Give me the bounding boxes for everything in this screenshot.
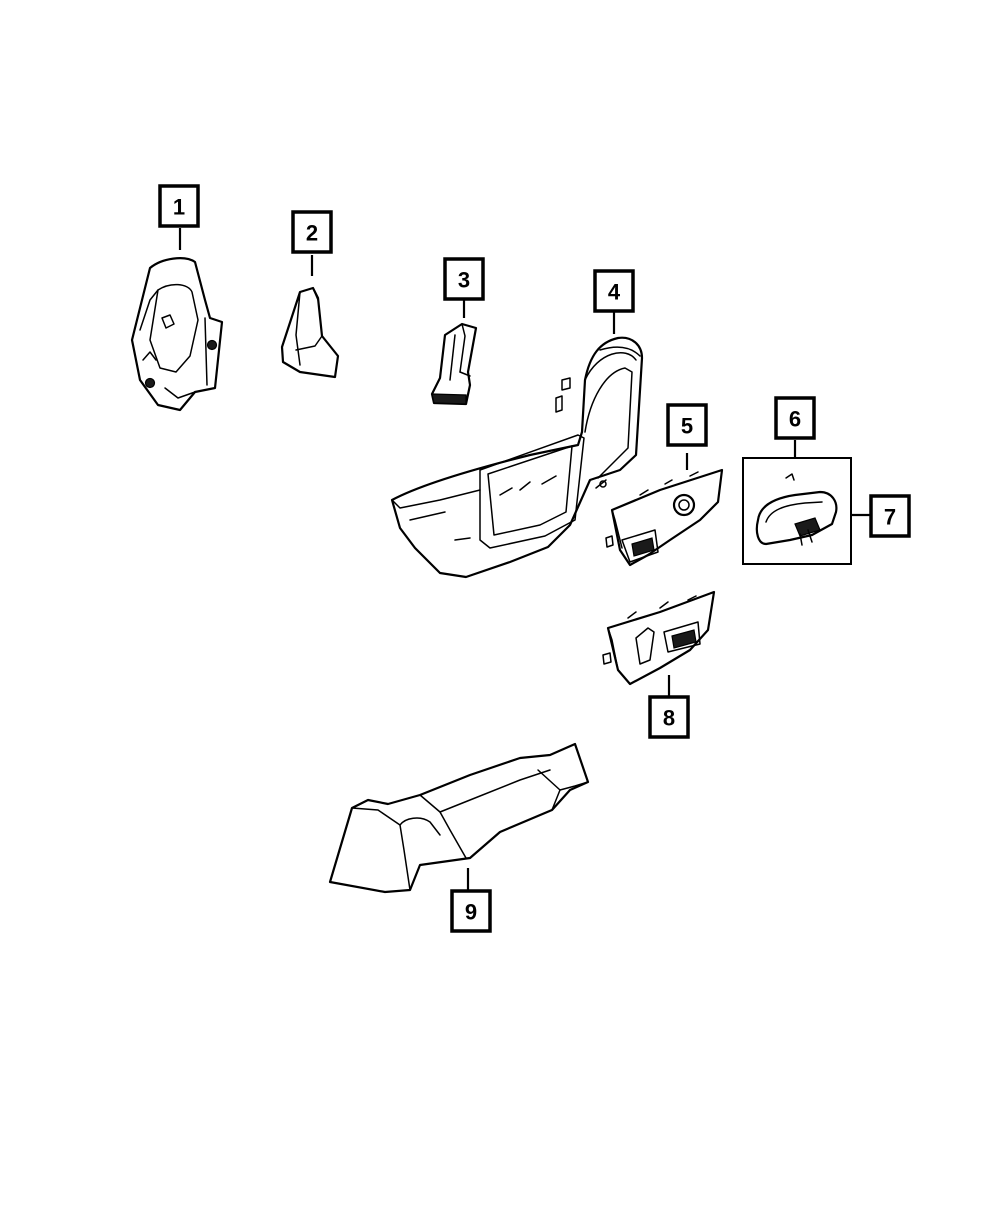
callout-7[interactable]: 7 [869,494,911,538]
callout-label-7: 7 [884,505,896,530]
callout-3[interactable]: 3 [443,257,485,301]
part-7-illustration[interactable] [755,490,838,546]
callout-9[interactable]: 9 [450,889,492,933]
part-8-illustration[interactable] [602,590,716,686]
callout-label-5: 5 [681,414,693,439]
callout-label-2: 2 [306,221,318,246]
callout-5[interactable]: 5 [666,403,708,447]
callout-label-3: 3 [458,268,470,293]
part-2-illustration[interactable] [280,286,340,379]
part-6-illustration[interactable] [785,473,795,481]
callout-label-1: 1 [173,195,185,220]
callout-label-9: 9 [465,900,477,925]
callout-8[interactable]: 8 [648,695,690,739]
callout-6[interactable]: 6 [774,396,816,440]
callout-4[interactable]: 4 [593,269,635,313]
part-5-illustration[interactable] [605,468,724,567]
part-4-illustration[interactable] [390,336,644,579]
part-9-illustration[interactable] [328,742,590,894]
kit-group-box [742,457,852,565]
callout-label-6: 6 [789,407,801,432]
callout-2[interactable]: 2 [291,210,333,254]
part-3-illustration[interactable] [430,322,478,406]
callout-1[interactable]: 1 [158,184,200,228]
callout-label-4: 4 [608,280,621,305]
part-1-illustration[interactable] [130,257,224,412]
callout-label-8: 8 [663,706,675,731]
